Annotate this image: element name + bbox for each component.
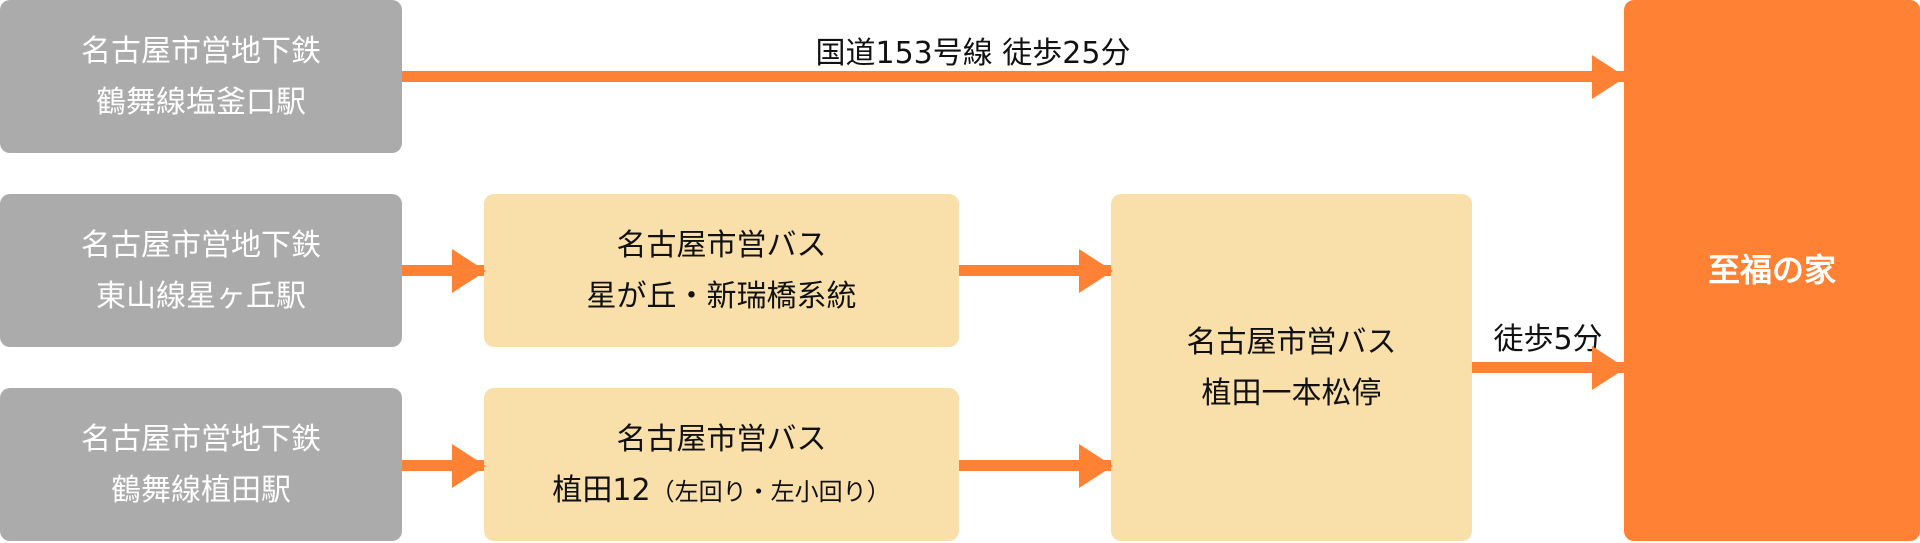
origin-line1: 名古屋市営地下鉄 <box>81 227 321 263</box>
arrow-direct <box>402 71 1624 82</box>
walk-label: 徒歩5分 <box>1493 322 1603 357</box>
origin-line1: 名古屋市営地下鉄 <box>81 421 321 457</box>
bus-ueda12: 名古屋市営バス 植田12（左回り・左小回り） <box>484 388 959 541</box>
arrow-origin3-to-bus <box>402 460 484 471</box>
bus-route-number: 植田12 <box>552 472 651 508</box>
origin-shiogamaguchi: 名古屋市営地下鉄 鶴舞線塩釜口駅 <box>0 0 402 153</box>
bus-hoshigaoka-aratama: 名古屋市営バス 星が丘・新瑞橋系統 <box>484 194 959 347</box>
destination-box: 至福の家 <box>1624 0 1920 541</box>
bus-stop-ueda-ipponmatsu: 名古屋市営バス 植田一本松停 <box>1111 194 1472 541</box>
destination-label: 至福の家 <box>1707 251 1836 290</box>
arrow-bus2-to-stop <box>959 460 1111 471</box>
origin-line2: 鶴舞線植田駅 <box>111 472 291 508</box>
origin-ueda: 名古屋市営地下鉄 鶴舞線植田駅 <box>0 388 402 541</box>
bus-route-note: （左回り・左小回り） <box>650 477 891 506</box>
bus-line2: 星が丘・新瑞橋系統 <box>586 278 857 314</box>
arrow-bus1-to-stop <box>959 265 1111 276</box>
bus-line1: 名古屋市営バス <box>616 421 827 457</box>
stop-line1: 名古屋市営バス <box>1186 324 1397 360</box>
bus-line2: 植田12（左回り・左小回り） <box>552 465 890 516</box>
direct-route-label: 国道153号線 徒歩25分 <box>815 36 1131 71</box>
origin-line2: 鶴舞線塩釜口駅 <box>96 84 306 120</box>
origin-line2: 東山線星ヶ丘駅 <box>96 278 306 314</box>
origin-hoshigaoka: 名古屋市営地下鉄 東山線星ヶ丘駅 <box>0 194 402 347</box>
arrow-origin2-to-bus <box>402 265 484 276</box>
bus-line1: 名古屋市営バス <box>616 227 827 263</box>
arrow-stop-to-destination <box>1472 362 1624 373</box>
origin-line1: 名古屋市営地下鉄 <box>81 33 321 69</box>
stop-line2: 植田一本松停 <box>1201 375 1382 411</box>
